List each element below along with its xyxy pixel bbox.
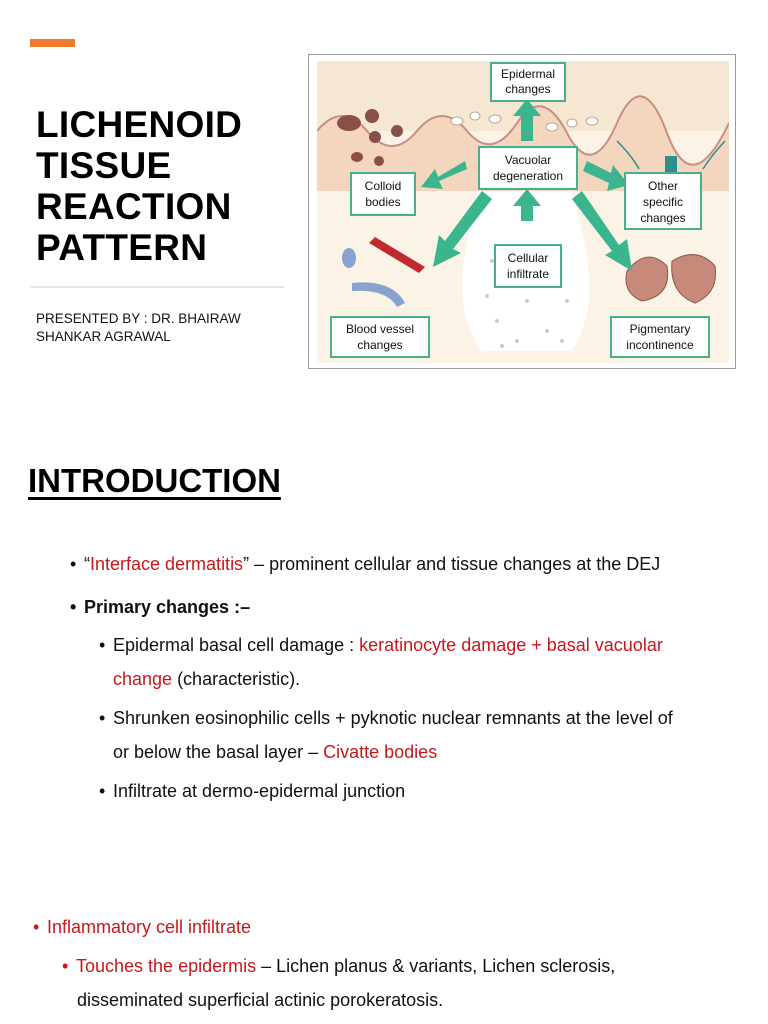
svg-text:Blood vessel: Blood vessel [346,322,414,336]
svg-text:Vacuolar: Vacuolar [505,153,551,167]
bullet-text: Primary changes :– [84,597,251,617]
title-line: TISSUE [36,145,172,186]
svg-text:changes: changes [640,211,685,225]
presenter-credit: PRESENTED BY : DR. BHAIRAW SHANKAR AGRAW… [36,310,286,346]
svg-text:degeneration: degeneration [493,169,563,183]
blood-vessel-blue [342,248,356,268]
sub-bullet-basal-damage-cont: change (characteristic). [113,668,300,690]
diagram-canvas: Epidermal changes Vacuolar degeneration … [317,61,729,363]
label-colloid-bodies: Colloid bodies [350,172,416,216]
accent-bar [30,39,75,47]
bullet-text: Epidermal basal cell damage : [113,635,360,655]
highlight-text: keratinocyte damage + basal vacuolar [359,635,663,655]
reaction-arrows [421,99,632,271]
bullet-dot-icon: • [99,635,106,655]
sub-bullet-civatte-cont: or below the basal layer – Civatte bodie… [113,741,437,763]
sub-bullet-infiltrate: • Infiltrate at dermo-epidermal junction [99,780,405,802]
introduction-heading: INTRODUCTION [28,462,281,499]
highlight-text: Inflammatory cell infiltrate [47,917,252,937]
sub-bullet-touches-epidermis-cont: disseminated superficial actinic poroker… [77,989,443,1011]
svg-text:Other: Other [648,179,678,193]
title-line: REACTION [36,186,232,227]
svg-text:Colloid: Colloid [365,179,402,193]
bullet-text: – Lichen planus & variants, Lichen scler… [256,956,616,976]
highlight-text: Touches the epidermis [76,956,257,976]
bullet-inflammatory-infiltrate: • Inflammatory cell infiltrate [33,916,251,938]
label-pigmentary-incontinence: Pigmentary incontinence [610,316,710,358]
label-cellular-infiltrate: Cellular infiltrate [494,244,562,288]
svg-text:specific: specific [643,195,683,209]
bullet-dot-icon: • [99,708,106,728]
label-vacuolar-degeneration: Vacuolar degeneration [478,146,578,190]
svg-text:Pigmentary: Pigmentary [630,322,691,336]
curved-arrow [702,140,726,170]
bullet-dot-icon: • [99,781,106,801]
bullet-primary-changes: • Primary changes :– [70,596,250,618]
presenter-line: PRESENTED BY : DR. BHAIRAW [36,311,241,326]
highlight-text: change [113,669,173,689]
label-other-specific-changes: Other specific changes [624,172,702,230]
bullet-text: or below the basal layer – [113,742,324,762]
bullet-text: ” – prominent cellular and tissue change… [243,554,661,574]
slide-title: LICHENOID TISSUE REACTION PATTERN [36,104,286,268]
svg-text:bodies: bodies [365,195,400,209]
blood-vessel-blue-2 [352,282,405,307]
highlight-text: Civatte bodies [323,742,438,762]
dermis-layer [317,96,729,191]
bullet-text: Shrunken eosinophilic cells + pyknotic n… [113,708,673,728]
svg-text:incontinence: incontinence [626,338,694,352]
svg-text:Cellular: Cellular [508,251,549,265]
curved-arrow [616,140,640,170]
bullet-text: disseminated superficial actinic poroker… [77,990,444,1010]
quote-open: “ [84,554,90,574]
lichenoid-diagram: Epidermal changes Vacuolar degeneration … [308,54,736,369]
svg-text:infiltrate: infiltrate [507,267,549,281]
bullet-text: Infiltrate at dermo-epidermal junction [113,781,406,801]
title-divider [30,286,284,288]
sub-bullet-touches-epidermis: • Touches the epidermis – Lichen planus &… [62,955,615,977]
sub-bullet-basal-damage: • Epidermal basal cell damage : keratinoc… [99,634,663,656]
bullet-interface-dermatitis: • “Interface dermatitis” – prominent cell… [70,553,660,575]
title-line: LICHENOID [36,104,243,145]
epidermal-cells [450,111,599,132]
title-line: PATTERN [36,227,208,268]
sub-bullet-civatte: • Shrunken eosinophilic cells + pyknotic … [99,707,673,729]
label-epidermal-changes: Epidermal changes [490,62,566,102]
bullet-dot-icon: • [33,917,40,937]
presenter-line: SHANKAR AGRAWAL [36,329,171,344]
bullet-dot-icon: • [70,554,77,574]
highlight-text: Interface dermatitis [90,554,244,574]
bullet-dot-icon: • [62,956,69,976]
svg-text:changes: changes [357,338,402,352]
bullet-dot-icon: • [70,597,77,617]
colloid-blobs [337,109,403,166]
svg-text:Epidermal: Epidermal [501,67,555,81]
label-blood-vessel-changes: Blood vessel changes [330,316,430,358]
bullet-text: (characteristic). [172,669,301,689]
svg-text:changes: changes [505,82,550,96]
pigment-clusters [625,254,717,304]
blood-vessel-red [369,237,425,273]
